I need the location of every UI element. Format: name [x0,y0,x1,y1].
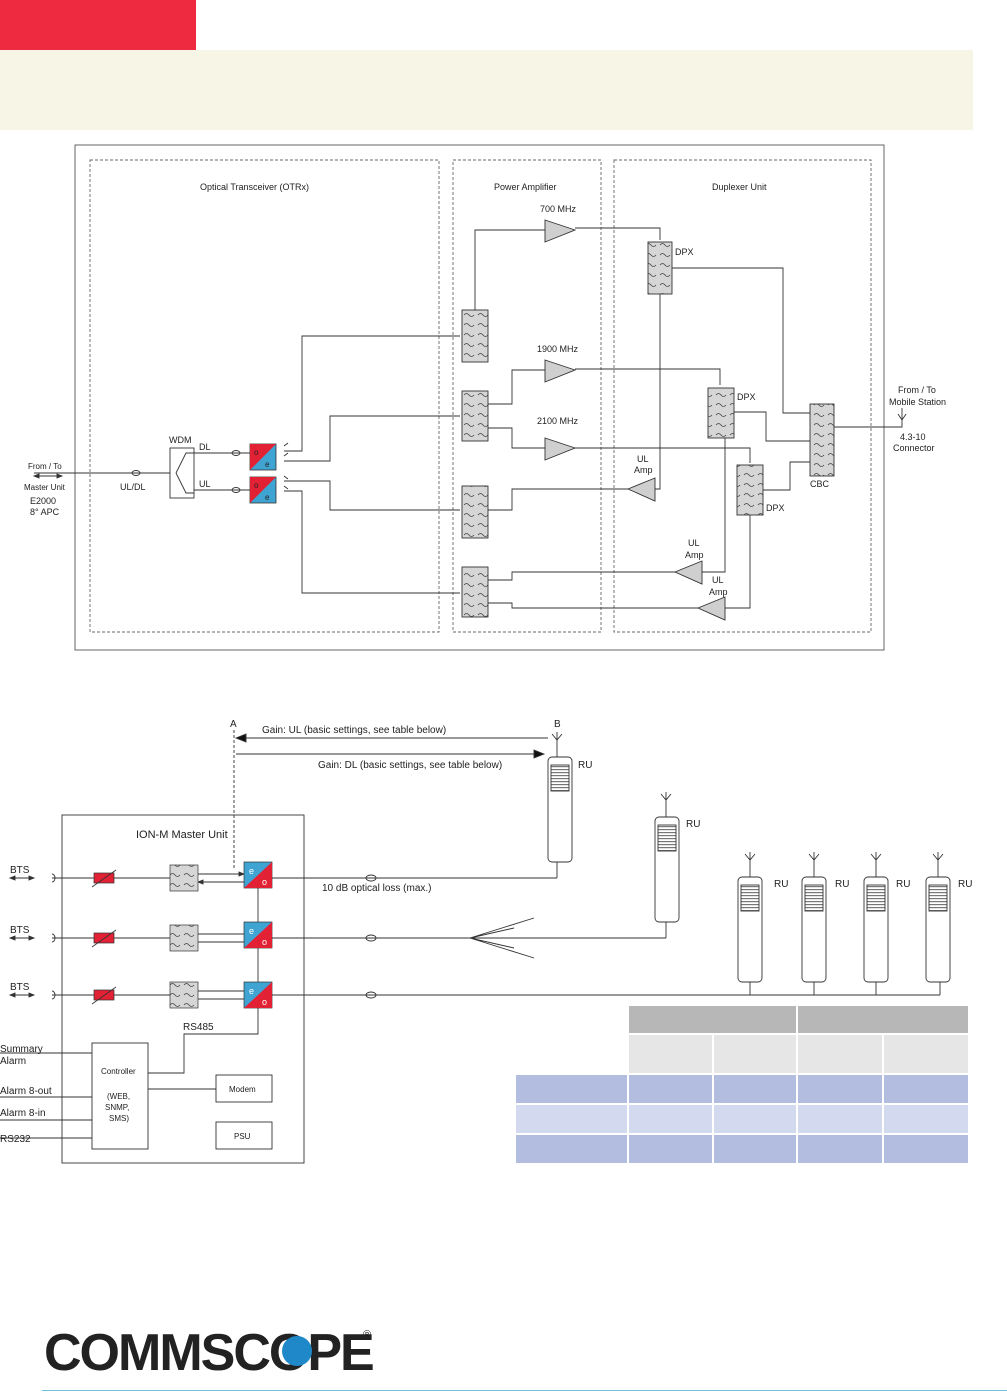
dl-label: DL [199,442,211,452]
upper-converters [249,443,277,504]
gain-table [516,1006,968,1163]
ru-4 [801,852,827,983]
ru-label-4: RU [835,879,849,890]
ru-5 [863,852,889,983]
master-unit-label: Master Unit [24,483,66,492]
logo-globe-icon [282,1336,312,1366]
master-unit-title: ION-M Master Unit [136,829,228,841]
e2000-label: E2000 [30,496,56,506]
logo-registered-mark: ® [363,1329,371,1341]
conv-e-1: e [265,460,270,469]
summary-alarm-2: Alarm [0,1056,26,1067]
ul-amp-2-bottom: Amp [685,550,704,560]
conv-o-label-1: o [262,877,267,887]
from-to-master-label: From / To [28,462,62,471]
controller-sub-1: (WEB, [107,1092,130,1101]
section-duplexer-unit: Duplexer Unit [712,182,767,192]
point-b-label: B [554,719,561,730]
upper-labels: Optical Transceiver (OTRx) Power Amplifi… [24,182,946,597]
section-power-amplifier: Power Amplifier [494,182,557,192]
chain-3 [8,982,941,1000]
band-700: 700 MHz [540,204,577,214]
remote-units [547,732,951,983]
ru-2 [654,792,680,923]
header-banner [0,50,973,130]
dpx-label-3: DPX [766,503,785,513]
upper-block-diagram [32,144,907,651]
dpx-label-1: DPX [675,247,694,257]
ru-label-1: RU [578,760,592,771]
modem-label: Modem [229,1085,256,1094]
ul-dl-label: UL/DL [120,482,146,492]
controller-sub-2: SNMP, [105,1103,129,1112]
summary-alarm-1: Summary [0,1044,43,1055]
dpx-label-2: DPX [737,392,756,402]
lower-block-diagram [0,730,941,1164]
controller-label: Controller [101,1067,136,1076]
psu-label: PSU [234,1132,251,1141]
bts-label-1: BTS [10,865,30,876]
conv-o-label-3: o [262,997,267,1007]
rs232-label: RS232 [0,1134,31,1145]
ul-amp-3-top: UL [712,575,724,585]
ul-amp-1-bottom: Amp [634,465,653,475]
ru-label-5: RU [896,879,910,890]
ru-1 [547,732,573,863]
bts-label-3: BTS [10,982,30,993]
cbc-label: CBC [810,479,830,489]
conv-e-label-1: e [249,866,254,876]
gain-dl-label: Gain: DL (basic settings, see table belo… [318,760,502,771]
bts-label-2: BTS [10,925,30,936]
conv-o-label-2: o [262,937,267,947]
from-to-mobile-2: Mobile Station [889,397,946,407]
alarm-out-label: Alarm 8-out [0,1086,52,1097]
band-2100: 2100 MHz [537,416,579,426]
alarm-in-label: Alarm 8-in [0,1108,46,1119]
wdm-label: WDM [169,435,192,445]
ru-6 [925,852,951,983]
ul-amp-3-bottom: Amp [709,587,728,597]
band-1900: 1900 MHz [537,344,579,354]
ru-label-3: RU [774,879,788,890]
connector-2: Connector [893,443,935,453]
gain-ul-label: Gain: UL (basic settings, see table belo… [262,725,446,736]
ul-amp-2-top: UL [688,538,700,548]
ul-label: UL [199,479,211,489]
footer-rule [42,1390,1007,1391]
conv-o-2: o [254,481,259,490]
controller-sub-3: SMS) [109,1114,129,1123]
lower-components [91,861,273,1009]
lower-labels: A B Gain: UL (basic settings, see table … [0,719,972,1145]
chain-1 [8,862,558,885]
conv-o-1: o [254,448,259,457]
ru-3 [737,852,763,983]
optical-loss-label: 10 dB optical loss (max.) [322,883,432,894]
from-to-mobile-1: From / To [898,385,936,395]
section-otrx: Optical Transceiver (OTRx) [200,182,309,192]
conv-e-2: e [265,493,270,502]
connector-1: 4.3-10 [900,432,926,442]
header-accent-tab [0,0,196,50]
conv-e-label-2: e [249,926,254,936]
logo-text: COMMSCOPE [44,1324,373,1382]
apc-label: 8° APC [30,507,60,517]
ru-label-6: RU [958,879,972,890]
conv-e-label-3: e [249,986,254,996]
ul-amp-1-top: UL [637,454,649,464]
point-a-label: A [230,719,237,730]
commscope-logo: COMMSCOPE ® [44,1324,375,1382]
rs485-label: RS485 [183,1022,214,1033]
ru-label-2: RU [686,819,700,830]
